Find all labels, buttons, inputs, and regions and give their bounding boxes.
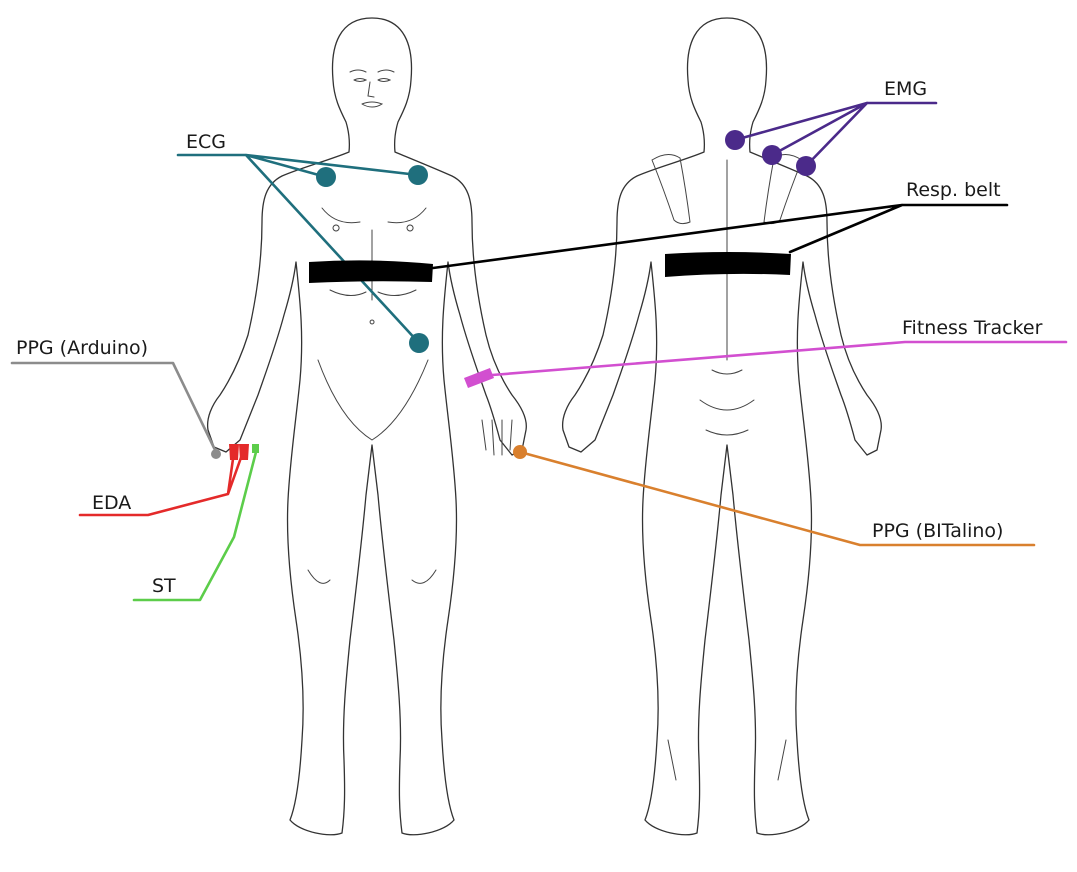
ppg-arduino-label: PPG (Arduino) <box>16 337 148 359</box>
resp-belt-label: Resp. belt <box>906 179 1001 201</box>
ppg-bitalino-label: PPG (BITalino) <box>872 520 1003 542</box>
emg-electrode-shoulder-2 <box>796 156 816 176</box>
ppg-bitalino-group: PPG (BITalino) <box>513 445 1034 545</box>
ppg-arduino-leader-line <box>12 363 216 452</box>
resp-belt-back <box>665 252 791 277</box>
eda-electrodes <box>229 444 249 460</box>
ecg-electrode-left-chest <box>316 167 336 187</box>
ecg-electrode-right-chest <box>408 165 428 185</box>
ppg-bitalino-sensor <box>513 445 527 459</box>
emg-electrode-neck <box>725 130 745 150</box>
st-sensor <box>252 444 259 453</box>
fitness-tracker-group: Fitness Tracker <box>464 317 1066 388</box>
human-body-back-icon <box>563 18 882 835</box>
fitness-tracker-leader-line <box>492 342 1066 375</box>
ecg-electrode-abdomen <box>409 333 429 353</box>
fitness-tracker-band <box>464 368 494 388</box>
emg-electrode-shoulder-1 <box>762 145 782 165</box>
st-group: ST <box>134 444 259 600</box>
ecg-leader-line <box>178 155 419 343</box>
ppg-arduino-sensor <box>211 449 221 459</box>
fitness-tracker-label: Fitness Tracker <box>902 317 1043 339</box>
st-label: ST <box>152 575 176 597</box>
ecg-sensor-group: ECG <box>178 131 429 353</box>
emg-sensor-group: EMG <box>725 78 936 176</box>
resp-belt-group: Resp. belt <box>309 179 1007 283</box>
ppg-arduino-group: PPG (Arduino) <box>12 337 221 459</box>
human-body-front-icon <box>208 18 527 835</box>
ecg-label: ECG <box>186 131 226 153</box>
eda-label: EDA <box>92 492 131 514</box>
emg-label: EMG <box>884 78 927 100</box>
eda-group: EDA <box>80 444 249 515</box>
resp-belt-front <box>309 260 433 283</box>
